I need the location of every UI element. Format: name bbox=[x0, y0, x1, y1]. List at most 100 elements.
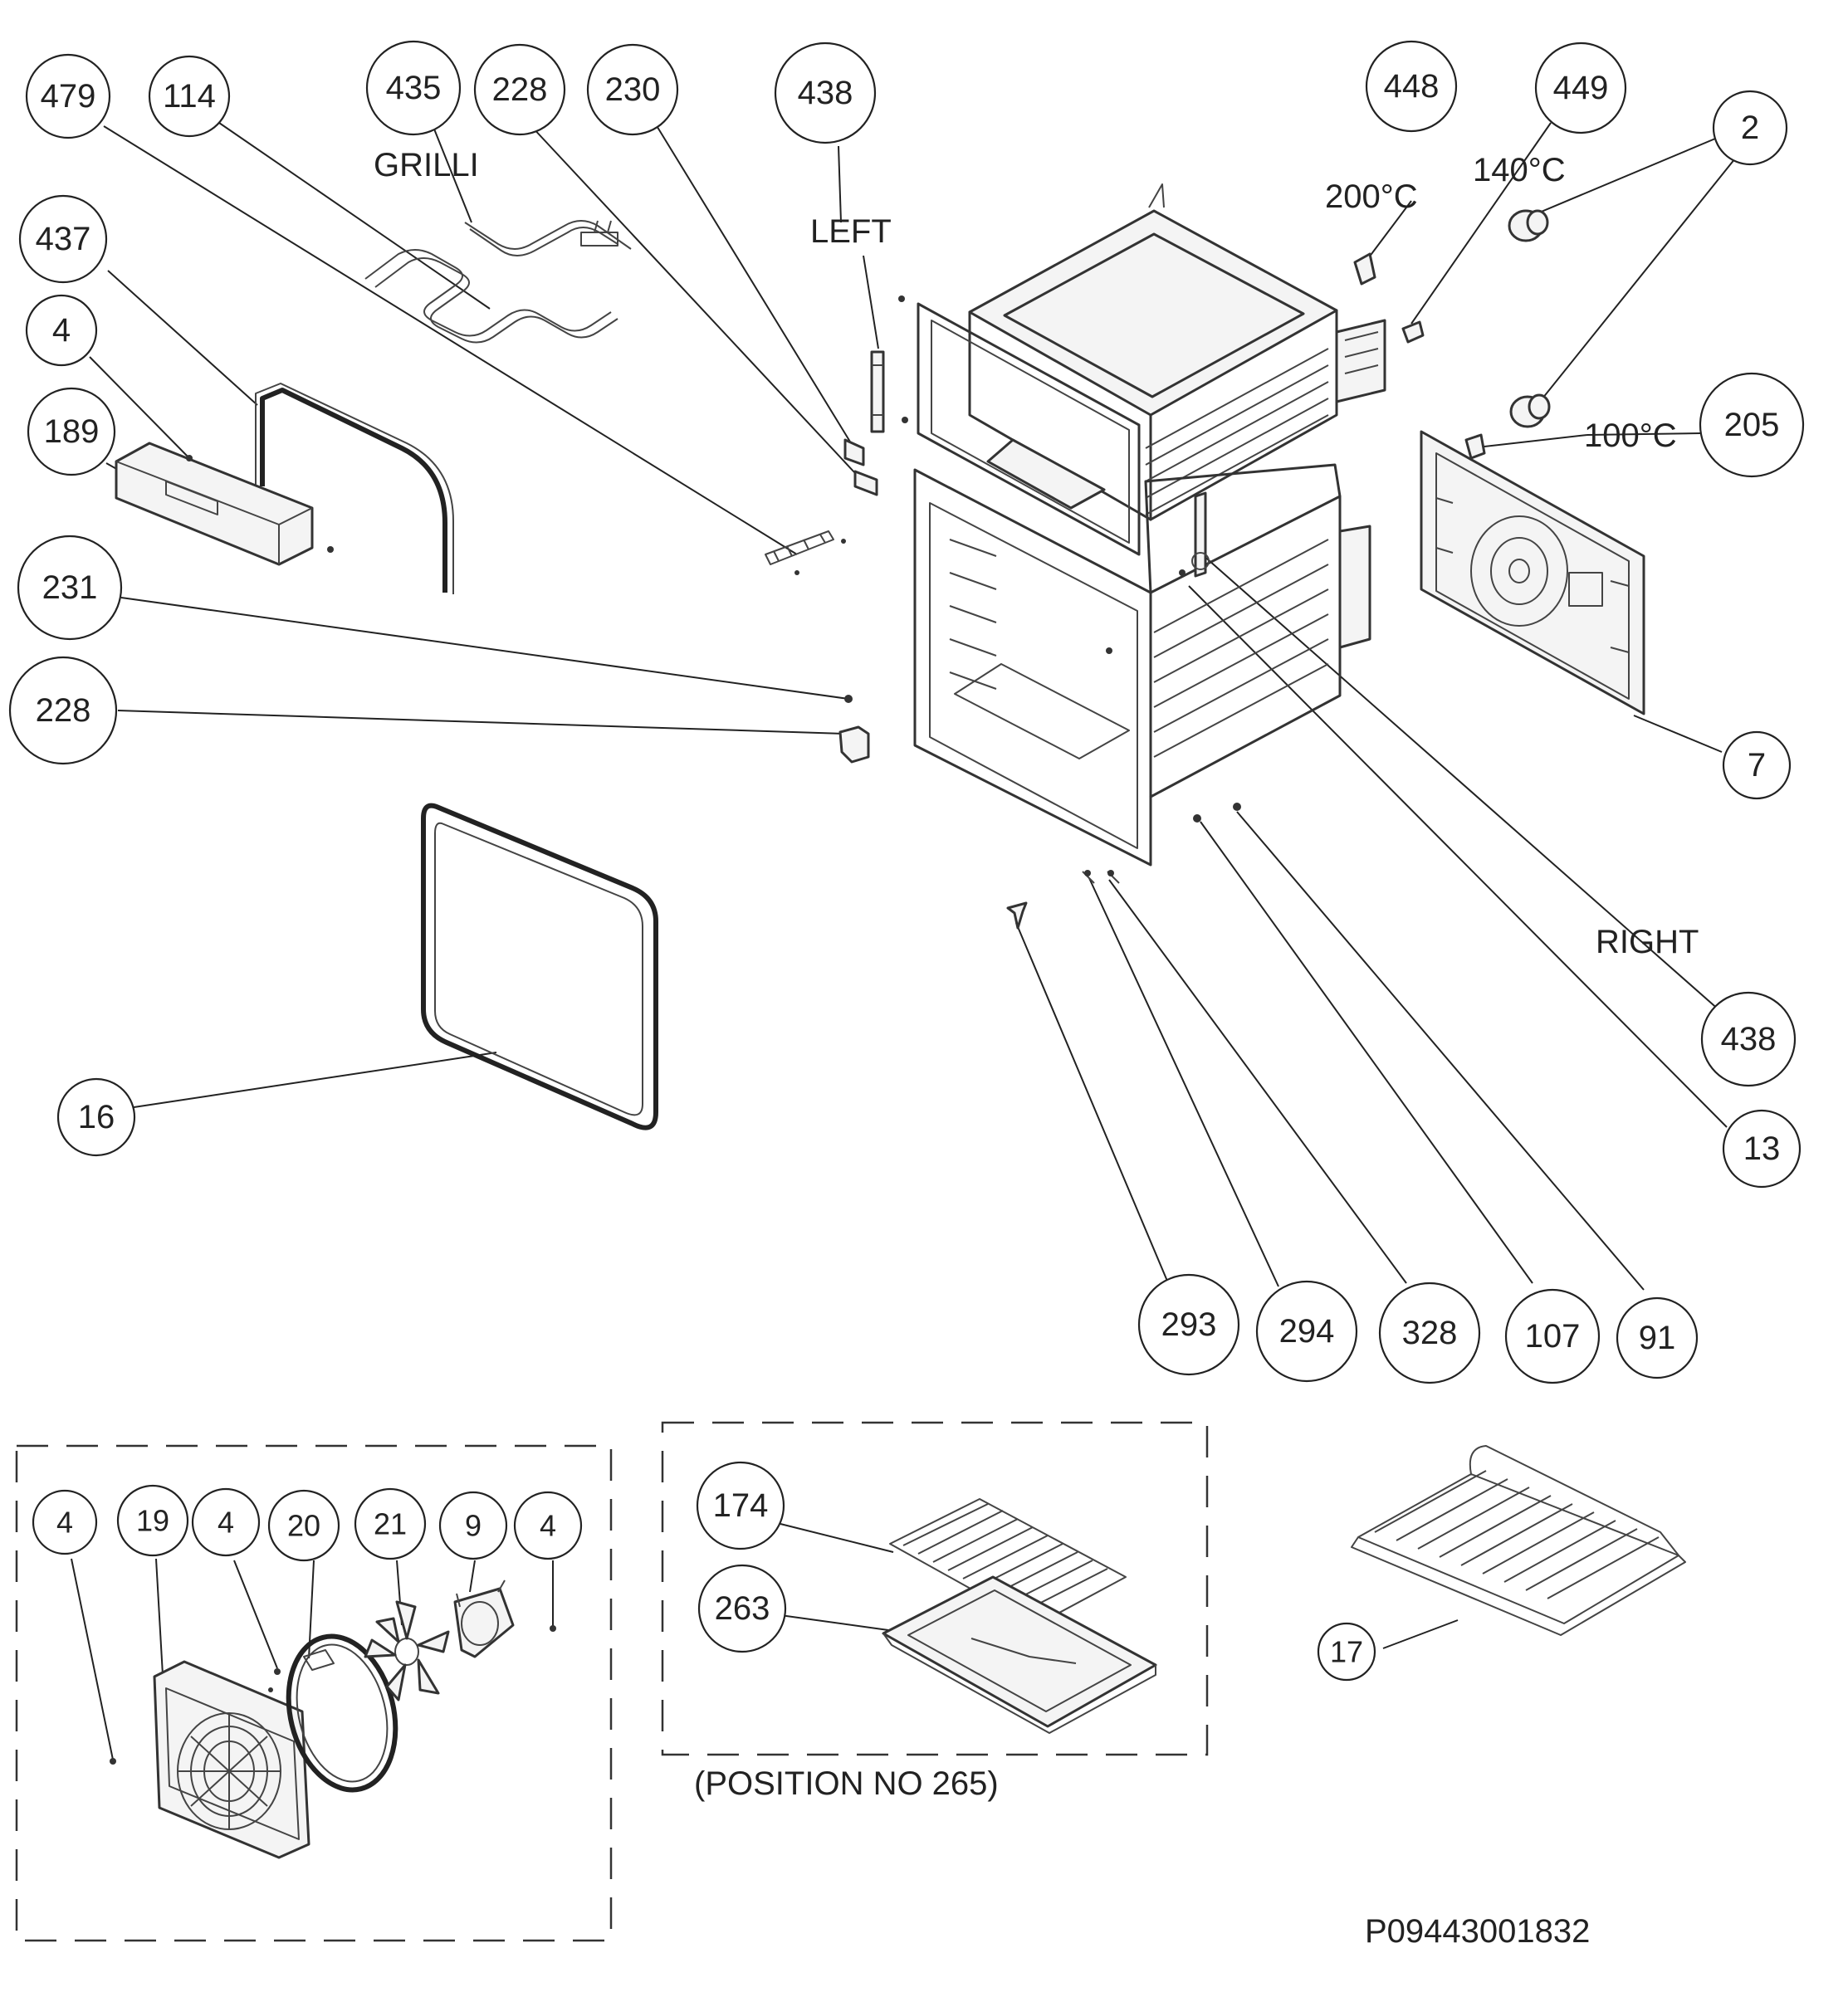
callout-20: 20 bbox=[267, 1489, 340, 1562]
svg-text:293: 293 bbox=[1161, 1306, 1217, 1343]
fan-blade-21-part bbox=[364, 1600, 450, 1702]
callout-479: 479 bbox=[25, 53, 111, 139]
callout-293: 293 bbox=[1137, 1273, 1240, 1376]
grill-element-part bbox=[364, 220, 632, 344]
svg-text:91: 91 bbox=[1639, 1320, 1676, 1356]
callout-2: 2 bbox=[1712, 90, 1788, 166]
leader-438a bbox=[838, 145, 842, 223]
leader-114 bbox=[218, 122, 491, 310]
svg-text:4: 4 bbox=[56, 1506, 73, 1540]
bracket-228-part bbox=[838, 695, 870, 764]
svg-text:20: 20 bbox=[287, 1509, 320, 1543]
door-seal-16-part bbox=[421, 803, 658, 1130]
leader-2a bbox=[1527, 134, 1726, 218]
upper-oven-cavity-part bbox=[917, 183, 1386, 556]
leader-205 bbox=[1586, 432, 1701, 436]
leader-449 bbox=[1410, 122, 1552, 325]
thermostats-lamps-part bbox=[1353, 209, 1551, 460]
rack-17-part bbox=[1351, 1445, 1686, 1636]
callout-228-left: 228 bbox=[8, 656, 118, 765]
callout-449: 449 bbox=[1534, 42, 1627, 134]
svg-text:263: 263 bbox=[715, 1590, 770, 1627]
svg-text:174: 174 bbox=[713, 1487, 769, 1524]
position-note: (POSITION NO 265) bbox=[694, 1765, 999, 1802]
callout-19: 19 bbox=[116, 1484, 189, 1557]
leader-205b bbox=[1469, 434, 1588, 449]
svg-text:328: 328 bbox=[1402, 1315, 1458, 1351]
callout-228-top: 228 bbox=[473, 43, 566, 136]
callout-435: 435 bbox=[365, 40, 462, 136]
back-panel-7-part bbox=[1420, 430, 1645, 715]
leader-231 bbox=[120, 597, 849, 700]
hinge-left-part bbox=[870, 295, 908, 433]
leader-19 bbox=[155, 1558, 164, 1676]
svg-text:435: 435 bbox=[386, 70, 442, 106]
leader-438a-lower bbox=[863, 255, 879, 349]
callout-91: 91 bbox=[1616, 1296, 1699, 1379]
svg-text:189: 189 bbox=[44, 413, 100, 450]
lower-oven-cavity-part bbox=[913, 463, 1371, 867]
svg-text:4: 4 bbox=[540, 1509, 556, 1543]
svg-text:231: 231 bbox=[42, 569, 98, 606]
callout-438-left: 438 bbox=[774, 42, 877, 144]
leader-4b bbox=[71, 1558, 114, 1760]
callout-294: 294 bbox=[1255, 1280, 1358, 1383]
callout-7: 7 bbox=[1722, 730, 1792, 800]
callout-189: 189 bbox=[27, 387, 116, 476]
svg-text:4: 4 bbox=[52, 312, 71, 349]
leader-174 bbox=[780, 1523, 894, 1553]
svg-text:294: 294 bbox=[1279, 1313, 1335, 1350]
fan-motor-9-part bbox=[453, 1579, 556, 1658]
callout-4-fan-c: 4 bbox=[513, 1491, 583, 1560]
svg-text:448: 448 bbox=[1384, 68, 1440, 105]
svg-text:228: 228 bbox=[36, 692, 91, 729]
callout-230: 230 bbox=[586, 43, 679, 136]
heating-ring-20-part bbox=[268, 1633, 398, 1793]
leader-7 bbox=[1633, 715, 1723, 753]
leader-479 bbox=[103, 125, 798, 555]
leader-438b bbox=[1201, 554, 1721, 1012]
svg-text:437: 437 bbox=[36, 221, 91, 257]
callout-263: 263 bbox=[697, 1564, 787, 1653]
callout-448: 448 bbox=[1365, 40, 1458, 133]
leader-328 bbox=[1108, 879, 1407, 1284]
leader-9 bbox=[469, 1560, 476, 1593]
callout-328: 328 bbox=[1378, 1282, 1481, 1384]
leader-228b bbox=[117, 710, 846, 735]
callout-21: 21 bbox=[354, 1487, 427, 1560]
svg-text:19: 19 bbox=[136, 1504, 169, 1538]
leader-437 bbox=[107, 270, 258, 406]
svg-text:13: 13 bbox=[1743, 1130, 1781, 1167]
svg-text:205: 205 bbox=[1724, 407, 1780, 443]
grilli-label: GRILLI bbox=[374, 147, 479, 183]
leader-294 bbox=[1088, 877, 1279, 1287]
leader-228a bbox=[530, 125, 856, 474]
bracket-479-part bbox=[765, 530, 846, 575]
leader-4a bbox=[89, 356, 190, 459]
leader-17 bbox=[1382, 1619, 1459, 1649]
bottom-screws-part bbox=[1006, 803, 1241, 930]
svg-text:21: 21 bbox=[374, 1507, 407, 1541]
leader-91 bbox=[1236, 811, 1645, 1291]
svg-text:228: 228 bbox=[492, 71, 548, 108]
callout-231: 231 bbox=[17, 535, 123, 641]
leader-16 bbox=[122, 1052, 497, 1110]
temp-200-label: 200°C bbox=[1325, 178, 1418, 215]
callout-114: 114 bbox=[148, 55, 231, 138]
drawing-number: P09443001832 bbox=[1365, 1913, 1590, 1950]
callout-174: 174 bbox=[696, 1461, 785, 1550]
svg-text:4: 4 bbox=[218, 1506, 234, 1540]
svg-text:438: 438 bbox=[1721, 1021, 1777, 1057]
svg-text:7: 7 bbox=[1748, 747, 1766, 784]
leader-435 bbox=[431, 122, 472, 223]
callout-9: 9 bbox=[438, 1491, 508, 1560]
right-label: RIGHT bbox=[1596, 924, 1699, 960]
svg-text:230: 230 bbox=[605, 71, 661, 108]
callout-17: 17 bbox=[1317, 1622, 1376, 1682]
bracket-230-part bbox=[843, 438, 878, 496]
callout-4-fan-b: 4 bbox=[191, 1487, 261, 1557]
grill-terminal bbox=[580, 232, 618, 247]
svg-text:9: 9 bbox=[465, 1509, 482, 1543]
callout-4-fan-a: 4 bbox=[32, 1489, 98, 1555]
